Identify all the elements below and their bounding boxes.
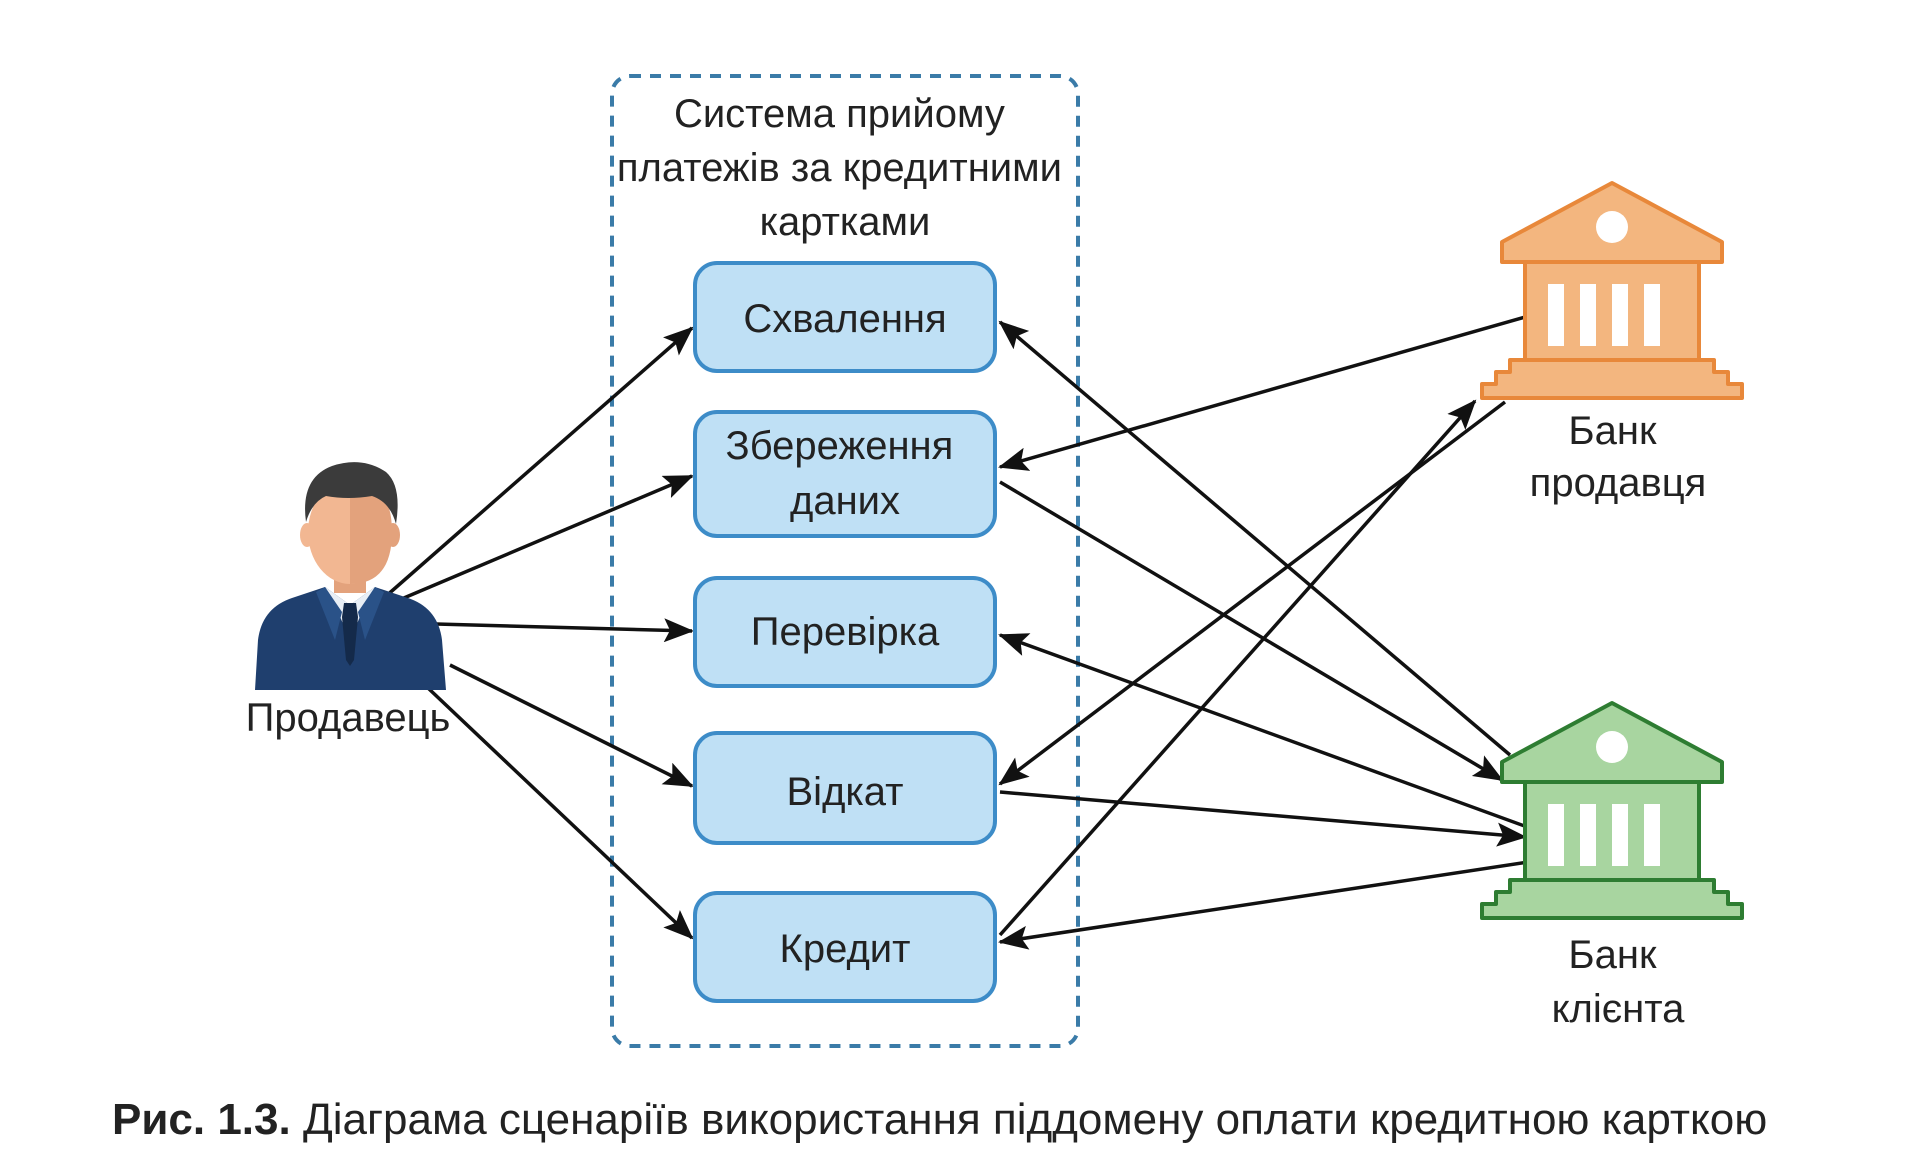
use-case-credit: Кредит: [693, 891, 997, 1003]
system-title: Система прийому платежів за кредитними к…: [617, 92, 1073, 244]
use-case-box: [693, 731, 997, 845]
use-case-label: Схвалення: [743, 297, 946, 341]
actor-seller: Продавець: [246, 462, 451, 740]
actor-client-bank: Банк клієнта: [1480, 701, 1744, 1031]
caption-text: Діаграма сценаріїв використання піддомен…: [291, 1095, 1768, 1144]
arrow-clientbank-check: [998, 633, 1531, 830]
system-title-line-1: Система прийому: [674, 92, 1005, 136]
system-title-line-2: платежів за кредитними: [617, 146, 1062, 190]
arrow-seller-rollback: [449, 663, 694, 788]
use-case-data-storage: Збереження даних: [693, 410, 997, 538]
system-title-line-3: картками: [760, 200, 931, 244]
arrow-seller-check: [435, 618, 694, 643]
actor-seller-label: Продавець: [246, 696, 451, 740]
use-case-check: Перевірка: [693, 576, 997, 688]
use-case-label: Відкат: [787, 770, 904, 814]
arrow-rollback-clientbank: [999, 790, 1527, 847]
use-case-label: Кредит: [780, 927, 911, 971]
arrow-clientbank-credit: [998, 859, 1536, 950]
arrow-storage-clientbank: [999, 480, 1504, 782]
use-case-label: Збереження даних: [726, 424, 965, 523]
use-case-approval: Схвалення: [693, 261, 997, 373]
system-boundary: [610, 74, 1080, 1048]
actor-client-bank-label: Банк клієнта: [1552, 933, 1686, 1031]
use-case-label: Перевірка: [751, 610, 940, 654]
actor-seller-bank-label: Банк продавця: [1530, 409, 1707, 505]
use-case-rollback: Відкат: [693, 731, 997, 845]
use-case-box: [693, 576, 997, 688]
arrow-credit-sellerbank: [998, 399, 1477, 937]
arrow-seller-storage: [391, 474, 694, 605]
arrow-seller-approval: [383, 326, 694, 599]
arrow-sellerbank-storage: [998, 315, 1526, 471]
figure-caption: Рис. 1.3. Діаграма сценаріїв використанн…: [112, 1095, 1767, 1144]
caption-number: Рис. 1.3.: [112, 1095, 291, 1144]
association-arrows: [383, 315, 1536, 950]
use-case-box: [693, 410, 997, 538]
use-case-box: [693, 261, 997, 373]
person-icon: [255, 462, 446, 690]
arrow-seller-credit: [426, 686, 694, 940]
arrow-clientbank-approval: [998, 320, 1512, 757]
use-case-box: [693, 891, 997, 1003]
arrow-sellerbank-rollback: [998, 400, 1507, 786]
actor-seller-bank: Банк продавця: [1480, 181, 1744, 505]
